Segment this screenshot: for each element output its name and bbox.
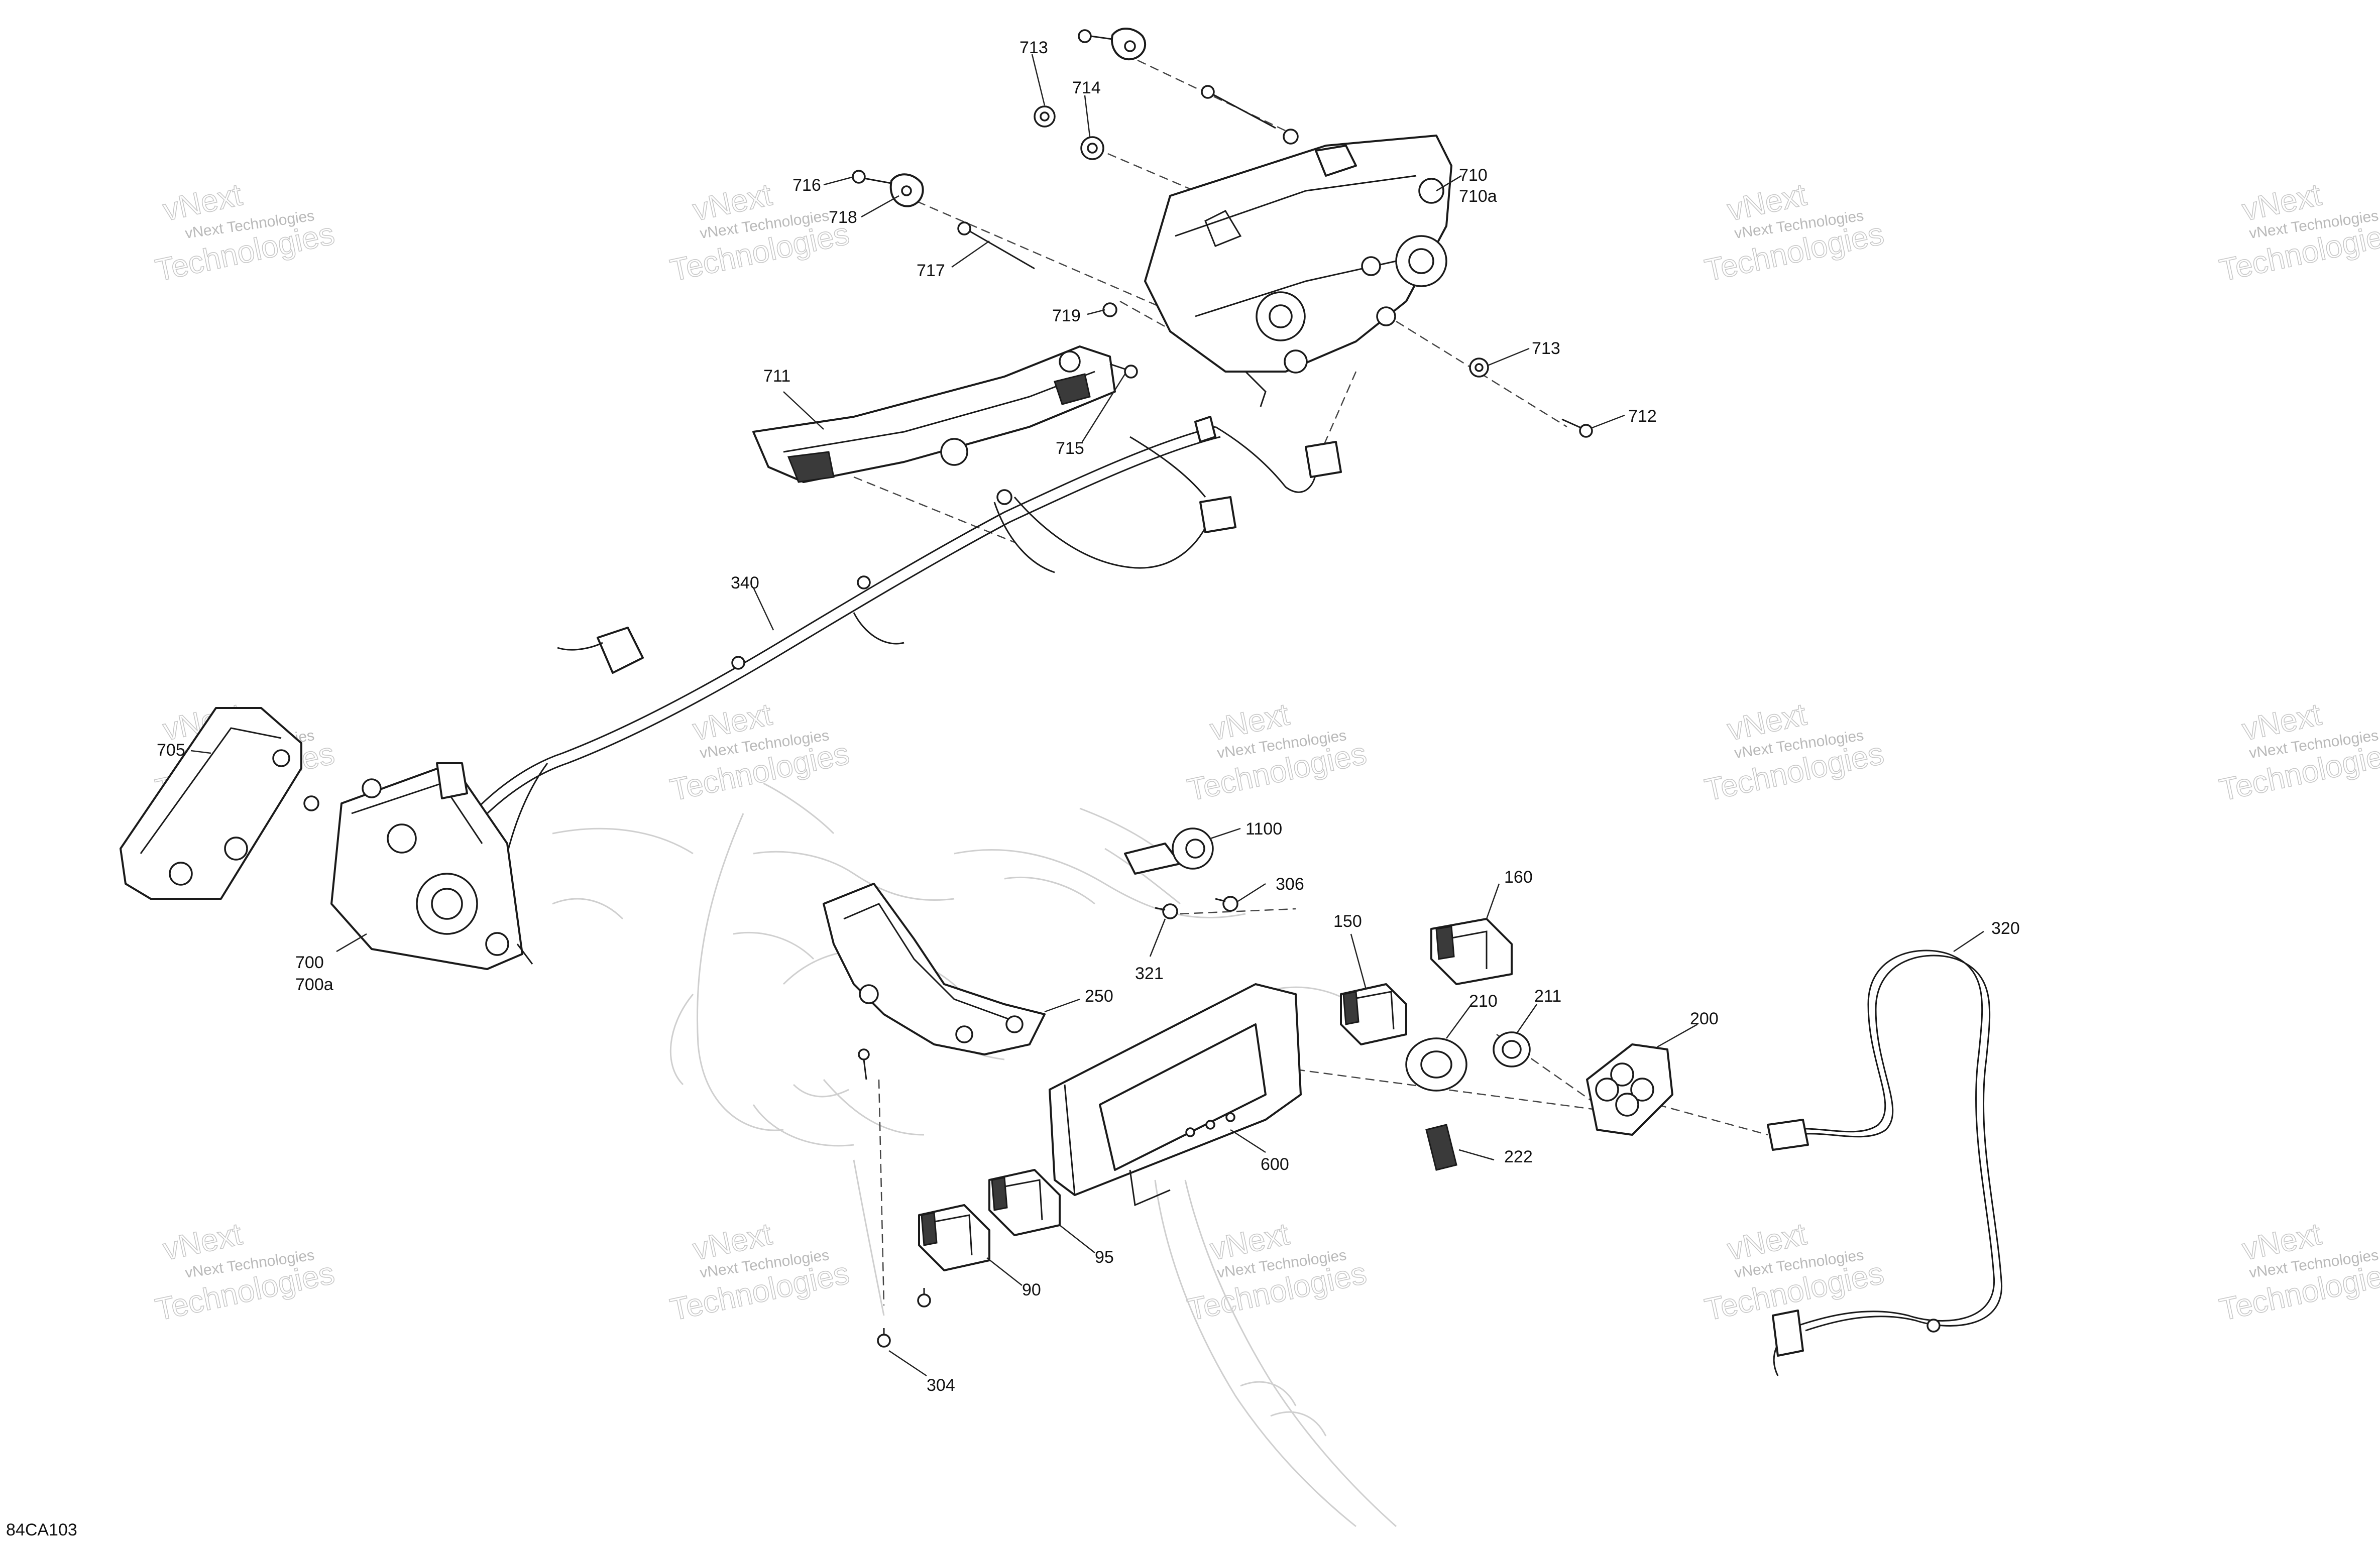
callout-710a: 710a — [1459, 187, 1497, 206]
callout-321: 321 — [1135, 964, 1164, 983]
callout-250: 250 — [1085, 987, 1113, 1006]
headlight-700 — [330, 762, 533, 970]
mount-250 — [823, 883, 1046, 1080]
callout-210: 210 — [1469, 992, 1498, 1011]
light-bar-711 — [752, 345, 1116, 483]
callout-718: 718 — [829, 208, 857, 227]
switch-150 — [1340, 983, 1407, 1045]
callout-710: 710 — [1459, 166, 1488, 185]
callout-150: 150 — [1333, 912, 1362, 931]
callout-700: 700 — [295, 953, 324, 972]
part-200 — [1586, 1043, 1673, 1136]
screws-bottom — [877, 1288, 931, 1348]
bracket-705 — [120, 707, 319, 900]
switch-160 — [1430, 918, 1513, 985]
bracket-710 — [1144, 135, 1452, 407]
callout-160: 160 — [1504, 868, 1533, 887]
callout-711: 711 — [763, 367, 790, 386]
watermark: vNext Technologies vNext Technologies — [152, 177, 338, 288]
socket-1100 — [1124, 827, 1214, 875]
watermark: vNext Technologies vNext Technologies — [2216, 1216, 2380, 1328]
hardware-306-321 — [1155, 896, 1238, 919]
callout-705: 705 — [157, 741, 185, 760]
callout-320: 320 — [1991, 919, 2020, 938]
callout-719: 719 — [1052, 306, 1081, 325]
callout-600: 600 — [1261, 1155, 1289, 1174]
callout-700a: 700a — [295, 975, 333, 994]
leader-lines — [190, 54, 1984, 1377]
watermark: vNext Technologies vNext Technologies — [1702, 696, 1887, 808]
callout-304: 304 — [927, 1376, 955, 1395]
cluster-600 — [1049, 983, 1302, 1207]
hardware-top — [852, 28, 1593, 438]
part-211 — [1493, 1031, 1531, 1067]
callout-712: 712 — [1628, 407, 1657, 426]
callout-716: 716 — [792, 176, 821, 195]
watermark: vNext Technologies vNext Technologies — [667, 177, 853, 288]
watermark: vNext Technologies vNext Technologies — [1702, 177, 1887, 288]
harness-340 — [476, 416, 1342, 854]
part-222 — [1425, 1124, 1457, 1171]
callout-306: 306 — [1276, 875, 1304, 894]
part-210 — [1405, 1037, 1467, 1092]
watermark: vNext Technologies vNext Technologies — [667, 696, 853, 808]
callout-717: 717 — [917, 261, 945, 280]
callout-713-lower: 713 — [1532, 339, 1560, 358]
callout-340: 340 — [731, 573, 759, 592]
callout-715: 715 — [1056, 439, 1084, 458]
callout-90: 90 — [1022, 1280, 1041, 1299]
callout-95: 95 — [1095, 1248, 1114, 1267]
switch-95 — [988, 1169, 1061, 1236]
harness-320 — [1767, 949, 2002, 1376]
callout-1100: 1100 — [1245, 819, 1282, 839]
callout-222: 222 — [1504, 1147, 1533, 1166]
diagram-code: 84CA103 — [6, 1520, 77, 1539]
callout-labels: 713 714 710 710a 716 718 717 719 713 712… — [157, 38, 2020, 1395]
watermark: vNext Technologies vNext Technologies — [2216, 177, 2380, 288]
callout-200: 200 — [1690, 1009, 1719, 1028]
watermark: vNext Technologies vNext Technologies — [667, 1216, 853, 1328]
switch-90 — [918, 1204, 990, 1271]
watermark: vNext Technologies vNext Technologies — [2216, 696, 2380, 808]
watermark: vNext Technologies vNext Technologies — [1184, 1216, 1370, 1328]
callout-714: 714 — [1072, 78, 1101, 97]
callout-713: 713 — [1019, 38, 1048, 57]
callout-211: 211 — [1534, 987, 1561, 1006]
watermark: vNext Technologies vNext Technologies — [152, 1216, 338, 1328]
watermark: vNext Technologies vNext Technologies — [1184, 696, 1370, 808]
